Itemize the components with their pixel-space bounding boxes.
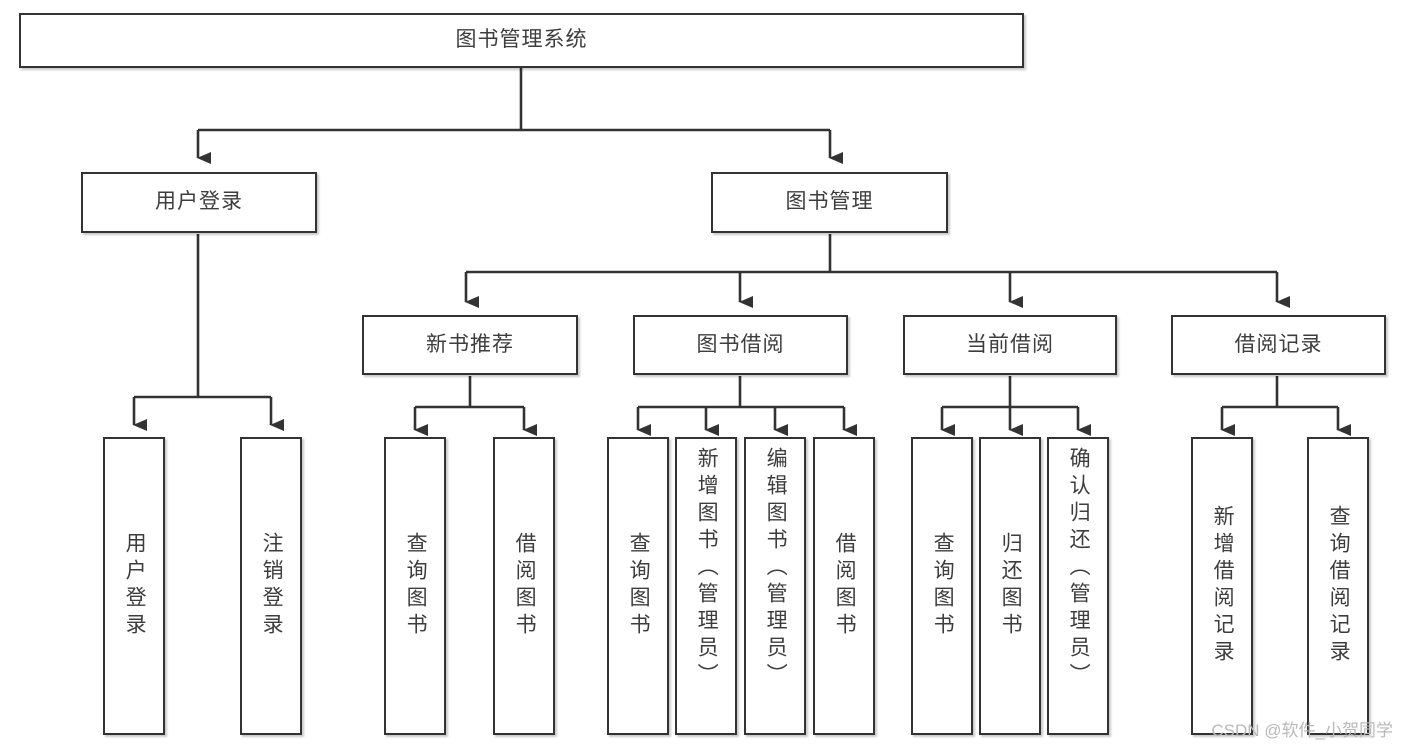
node-label: 查询图书 [931,532,955,640]
node-borrow-record[interactable]: 借阅记录 [1171,315,1386,375]
leaf-borrow-record-query[interactable]: 查询借阅记录 [1307,437,1369,735]
leaf-user-login-login[interactable]: 用户登录 [103,437,165,735]
node-label: 图书借阅 [696,332,785,356]
node-label: 新增借阅记录 [1211,505,1235,667]
leaf-book-borrow-edit[interactable]: 编辑图书（管理员） [744,437,806,735]
node-label: 新书推荐 [426,332,514,356]
node-current-borrow[interactable]: 当前借阅 [903,315,1117,375]
node-label: 借阅记录 [1234,332,1323,356]
node-label: 图书管理 [785,190,874,214]
node-label: 借阅图书 [833,532,857,640]
node-label: 编辑图书（管理员） [764,447,788,690]
node-label: 借阅图书 [513,532,537,640]
leaf-current-borrow-confirm[interactable]: 确认归还（管理员） [1047,437,1109,735]
leaf-new-book-borrow[interactable]: 借阅图书 [493,437,555,735]
node-label: 查询图书 [404,532,428,640]
node-root-system[interactable]: 图书管理系统 [19,13,1024,68]
leaf-book-borrow-borrow[interactable]: 借阅图书 [813,437,875,735]
leaf-borrow-record-add[interactable]: 新增借阅记录 [1191,437,1253,735]
node-user-login[interactable]: 用户登录 [81,172,317,233]
node-book-management[interactable]: 图书管理 [711,172,948,233]
leaf-user-login-logout[interactable]: 注销登录 [240,437,302,735]
leaf-book-borrow-query[interactable]: 查询图书 [607,437,669,735]
node-label: 归还图书 [999,532,1023,640]
node-label: 新增图书（管理员） [695,447,719,690]
node-label: 注销登录 [260,532,284,640]
node-label: 确认归还（管理员） [1067,447,1091,690]
leaf-new-book-query[interactable]: 查询图书 [384,437,446,735]
leaf-current-borrow-query[interactable]: 查询图书 [911,437,973,735]
watermark-text: CSDN @软件_小贺同学 [1211,721,1393,740]
node-label: 查询借阅记录 [1327,505,1351,667]
leaf-book-borrow-add[interactable]: 新增图书（管理员） [675,437,737,735]
leaf-current-borrow-return[interactable]: 归还图书 [979,437,1041,735]
node-label: 用户登录 [155,190,243,214]
node-label: 图书管理系统 [455,28,588,52]
node-label: 查询图书 [627,532,651,640]
node-label: 用户登录 [123,532,147,640]
node-new-book-recommend[interactable]: 新书推荐 [362,315,578,375]
node-label: 当前借阅 [966,332,1054,356]
node-book-borrow[interactable]: 图书借阅 [633,315,848,375]
